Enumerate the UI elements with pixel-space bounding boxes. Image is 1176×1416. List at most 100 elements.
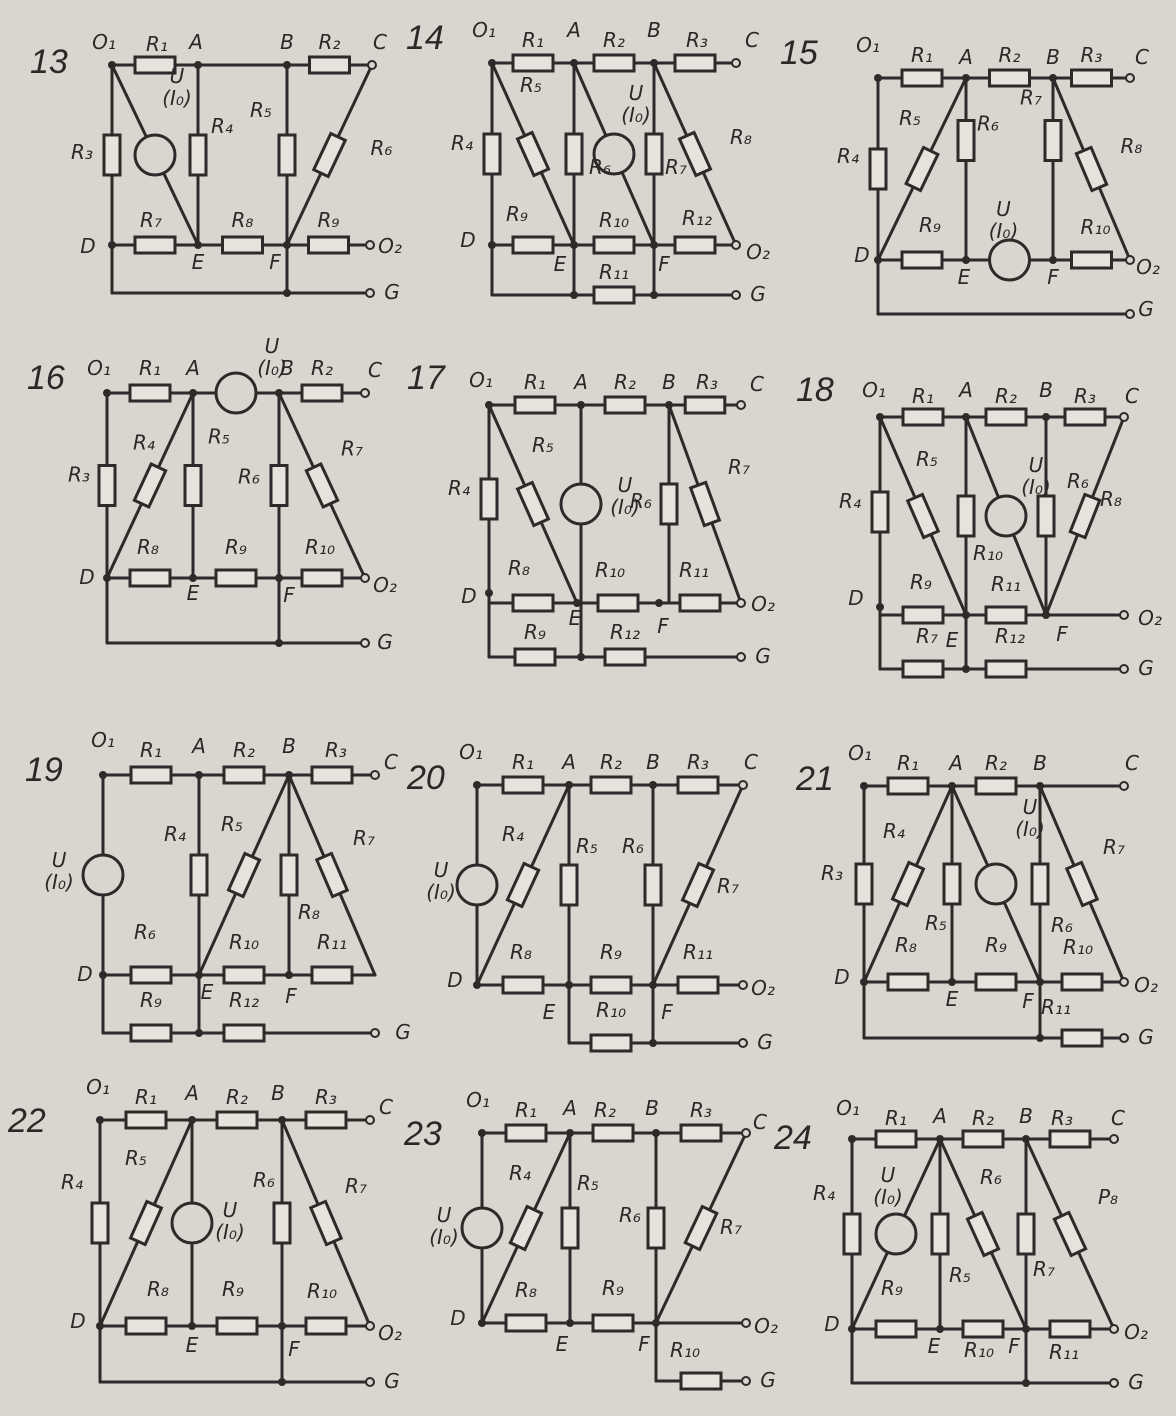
resistor [226, 851, 262, 899]
resistor [511, 235, 555, 255]
wire [105, 502, 144, 580]
resistor [513, 395, 557, 415]
source-circle [460, 1206, 504, 1250]
resistor-label: R₇ [720, 1215, 742, 1239]
node-label-c: C [1111, 1106, 1125, 1130]
resistor-label: R₅ [208, 425, 230, 449]
junction-dot [1036, 782, 1044, 790]
node-label-g: G [395, 1020, 411, 1044]
wire [277, 391, 316, 469]
junction-dot [188, 1116, 196, 1124]
node-label-b: B [280, 30, 294, 54]
resistor-label: R₅ [221, 812, 243, 836]
junction-dot [655, 599, 663, 607]
node-label-e: E [186, 1333, 199, 1357]
resistor [874, 1129, 918, 1149]
wire [914, 784, 954, 868]
resistor-label: R₂ [614, 370, 636, 394]
source-label-u: U [618, 473, 633, 497]
resistor-label: R₁ [911, 43, 933, 67]
resistor [680, 861, 716, 909]
junction-dot [570, 291, 578, 299]
source-label-u: U [881, 1163, 896, 1187]
resistor [1052, 1210, 1088, 1258]
resistor-label: R₇ [1103, 835, 1125, 859]
resistor-label: R₈ [895, 933, 917, 957]
node-label-b: B [662, 370, 676, 394]
node-label-c: C [368, 358, 382, 382]
node-label-a: A [947, 751, 963, 775]
resistor [479, 477, 499, 521]
junction-dot [283, 61, 291, 69]
terminal-pin [365, 1321, 375, 1331]
node-label-e: E [928, 1334, 941, 1358]
resistor-label: R₆ [253, 1168, 275, 1192]
node-label-o1: O₁ [836, 1096, 860, 1120]
terminal-pin [1119, 1033, 1129, 1043]
resistor [508, 1204, 544, 1252]
wire [862, 900, 902, 984]
junction-dot [278, 1116, 286, 1124]
resistor-label: R₃ [686, 28, 708, 52]
node-label-f: F [283, 583, 295, 607]
wire [529, 783, 571, 869]
node-label-o2: O₂ [746, 240, 770, 264]
node-label-c: C [1125, 751, 1139, 775]
resistor-label: R₃ [696, 370, 718, 394]
terminal-pin [360, 573, 370, 583]
wire [710, 521, 743, 605]
junction-dot [936, 1325, 944, 1333]
resistor-label: R₆ [630, 489, 652, 513]
node-label-a: A [560, 750, 576, 774]
resistor-label: R₇ [717, 874, 739, 898]
junction-dot [189, 574, 197, 582]
junction-dot [570, 241, 578, 249]
junction-dot [948, 782, 956, 790]
junction-dot [1022, 1379, 1030, 1387]
node-label-b: B [1039, 378, 1053, 402]
source-label-u: U [1029, 453, 1044, 477]
circuit-number: 19 [25, 751, 63, 789]
resistor [683, 395, 727, 415]
wire [1097, 185, 1132, 262]
resistor-label: R₉ [140, 988, 162, 1012]
resistor-label: R₆ [977, 112, 999, 136]
resistor-label: R₄ [509, 1161, 531, 1185]
node-label-o2: O₂ [373, 573, 397, 597]
wire [285, 171, 323, 247]
resistor [1070, 250, 1113, 270]
junction-dot [285, 971, 293, 979]
junction-dot [577, 401, 585, 409]
circuit-number: 24 [773, 1119, 812, 1157]
wire [1076, 1250, 1116, 1331]
resistor-label: R₆ [134, 920, 156, 944]
wire [878, 415, 917, 500]
source-label-i: (I₀) [429, 1225, 459, 1249]
junction-dot [650, 59, 658, 67]
resistor [279, 853, 299, 897]
resistor [133, 235, 177, 255]
resistor-label: R₇ [916, 624, 938, 648]
resistor-label: R₈ [1100, 487, 1122, 511]
node-label-f: F [661, 1000, 673, 1024]
resistor-label: R₃ [1081, 43, 1103, 67]
resistor-label: R₇ [728, 455, 750, 479]
junction-dot [1022, 1135, 1030, 1143]
node-label-o1: O₁ [86, 1075, 110, 1099]
resistor-label: R₈ [515, 1278, 537, 1302]
node-label-g: G [384, 280, 400, 304]
resistor-label: R₅ [899, 106, 921, 130]
terminal-pin [1109, 1134, 1119, 1144]
resistor-label: R₇ [353, 826, 375, 850]
circuit-number: 14 [406, 19, 444, 57]
wire [336, 63, 374, 139]
resistor-label: R₂ [985, 751, 1007, 775]
resistor-label: R₇ [345, 1174, 367, 1198]
node-label-o1: O₁ [862, 378, 886, 402]
node-label-d: D [70, 1309, 85, 1333]
resistor [504, 1313, 548, 1333]
